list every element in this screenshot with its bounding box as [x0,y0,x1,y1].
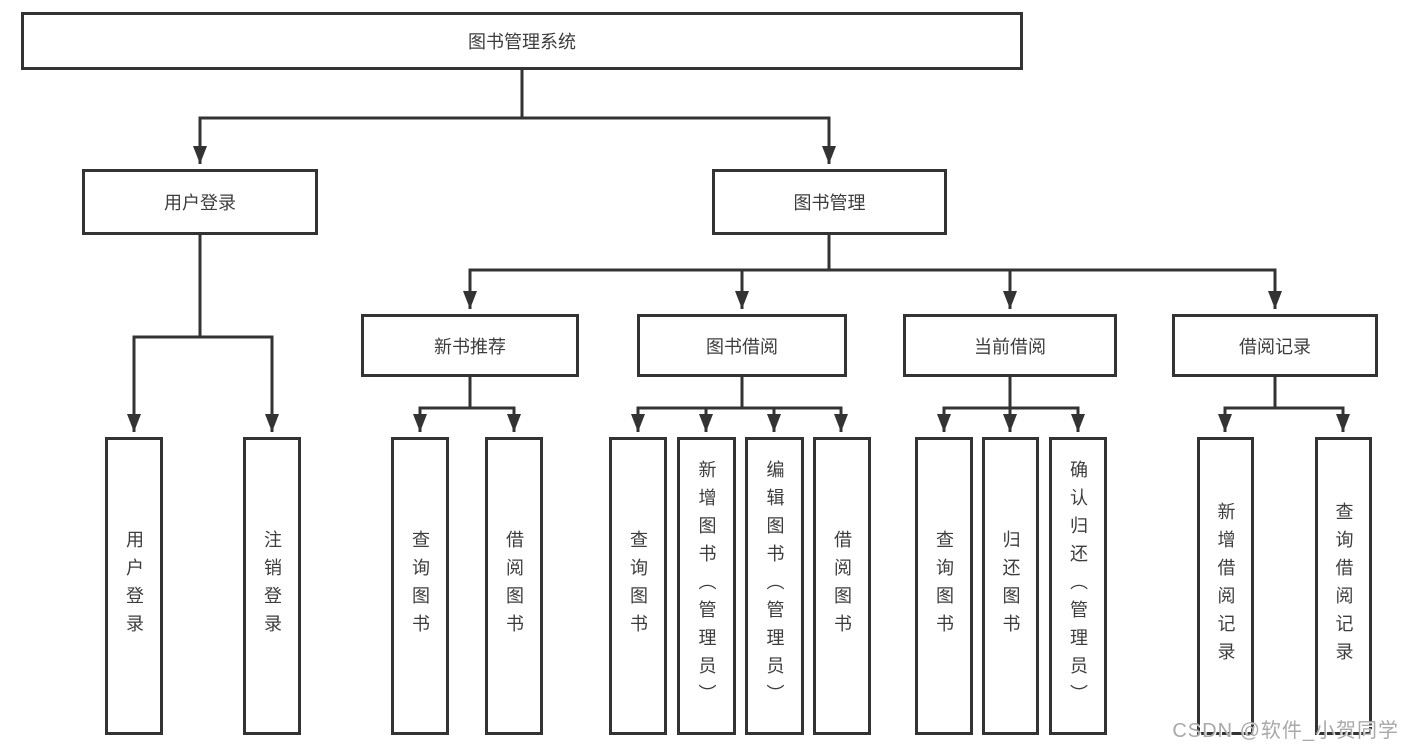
leaf-bb-add-books-admin: 新增图书（管理员） [677,437,736,735]
node-book-management: 图书管理 [712,169,947,235]
node-book-borrowing: 图书借阅 [637,314,847,377]
node-library-management-system: 图书管理系统 [21,12,1023,70]
watermark: CSDN @软件_小贺同学 [1172,720,1399,742]
leaf-cb-query-books: 查询图书 [915,437,973,735]
leaf-nbr-borrow-books: 借阅图书 [485,437,543,735]
node-current-borrowing: 当前借阅 [903,314,1117,377]
leaf-user-login: 用户登录 [105,437,163,735]
leaf-bb-query-books: 查询图书 [609,437,667,735]
leaf-logout-login: 注销登录 [243,437,301,735]
leaf-bb-edit-books-admin: 编辑图书（管理员） [745,437,804,735]
leaf-nbr-query-books: 查询图书 [391,437,449,735]
leaf-br-query-record: 查询借阅记录 [1315,437,1372,735]
leaf-br-add-record: 新增借阅记录 [1197,437,1254,735]
node-borrowing-records: 借阅记录 [1172,314,1378,377]
node-user-login: 用户登录 [82,169,318,235]
node-new-book-recommend: 新书推荐 [361,314,579,377]
leaf-bb-borrow-books: 借阅图书 [813,437,871,735]
leaf-cb-return-books: 归还图书 [982,437,1039,735]
leaf-cb-confirm-return-admin: 确认归还（管理员） [1049,437,1107,735]
